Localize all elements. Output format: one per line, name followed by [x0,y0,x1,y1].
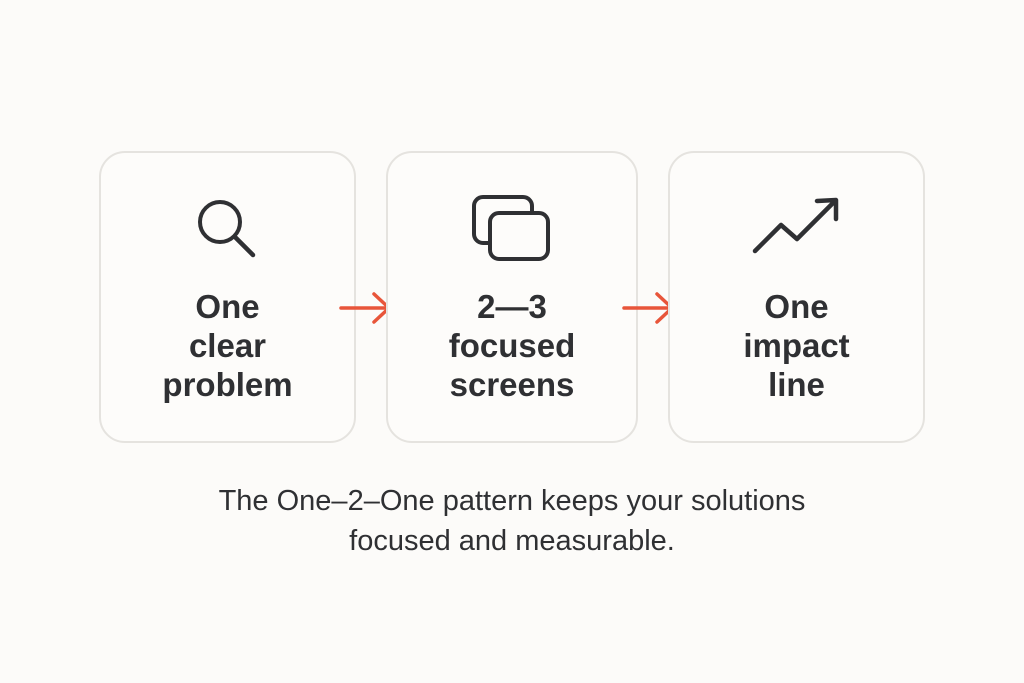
screens-icon [470,193,554,265]
step-label: One impact line [670,287,923,404]
step-label-line: One [764,288,829,325]
step-label-line: focused [448,327,576,364]
step-label-line: impact [743,327,850,364]
step-label-line: line [768,366,825,403]
step-label-line: clear [188,327,267,364]
step-label-line: One [195,288,260,325]
step-label-line: screens [449,366,575,403]
step-label: One clear problem [101,287,354,404]
search-icon [188,193,268,267]
step-label-line: 2—3 [477,288,547,325]
step-card-problem: One clear problem [99,151,356,443]
step-card-impact: One impact line [668,151,925,443]
caption-line: focused and measurable. [349,525,675,557]
trend-up-icon [749,195,845,257]
caption-line: The One–2–One pattern keeps your solutio… [218,485,806,517]
arrow-right-icon [339,292,393,324]
step-card-screens: 2—3 focused screens [386,151,638,443]
caption: The One–2–One pattern keeps your solutio… [0,481,1024,561]
step-label: 2—3 focused screens [388,287,636,404]
step-label-line: problem [162,366,293,403]
